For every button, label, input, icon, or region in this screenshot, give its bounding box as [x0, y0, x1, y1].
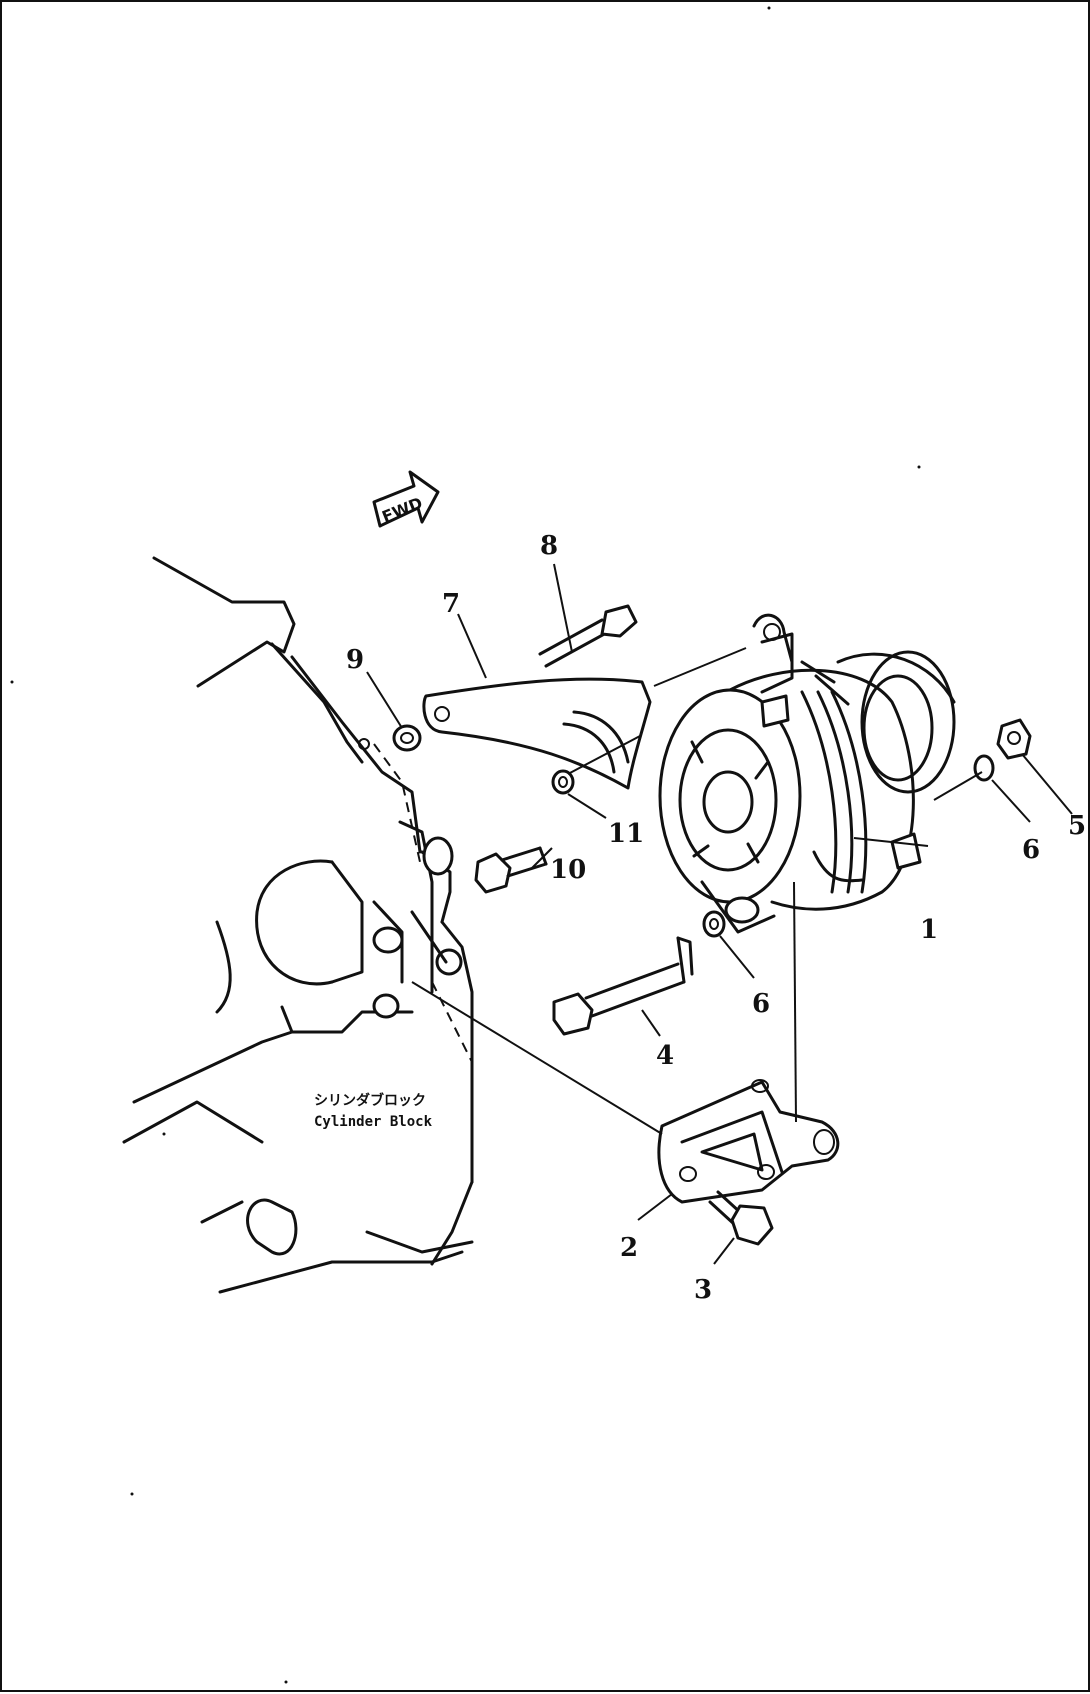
fwd-arrow-icon: FWD: [372, 470, 440, 528]
assembly-line-bracket-alternator: [653, 647, 747, 687]
callout-8: 8: [540, 531, 558, 561]
alternator: [658, 613, 956, 934]
assembly-line-block-bracket: [411, 981, 663, 1135]
callout-10: 10: [550, 855, 586, 885]
nut-9: [392, 724, 422, 752]
bolt-10: [474, 846, 548, 894]
washer-6-upper: [973, 754, 995, 782]
assembly-line-alternator-bracket: [793, 881, 797, 1123]
callout-7: 7: [442, 589, 460, 619]
cylinder-block: シリンダブロック Cylinder Block: [122, 556, 474, 1294]
callout-3: 3: [694, 1275, 712, 1305]
callout-9: 9: [346, 645, 364, 675]
callout-1: 1: [920, 915, 938, 945]
bolt-4: [552, 936, 694, 1036]
callout-11: 11: [608, 819, 644, 849]
callout-6-lower: 6: [752, 989, 770, 1019]
callout-6-upper: 6: [1022, 835, 1040, 865]
cylinder-block-label-jp: シリンダブロック: [314, 1092, 426, 1109]
mounting-bracket: [657, 1079, 840, 1204]
adjusting-bracket: [422, 677, 652, 790]
callout-4: 4: [656, 1041, 674, 1071]
cylinder-block-label-en: Cylinder Block: [314, 1114, 433, 1130]
nut-5: [996, 718, 1032, 760]
centerline-block: [431, 981, 473, 1063]
washer-11: [551, 769, 575, 795]
washer-6-lower: [702, 910, 726, 938]
bolt-3: [708, 1190, 774, 1246]
callout-2: 2: [620, 1233, 638, 1263]
bolt-8: [538, 604, 638, 668]
callout-5: 5: [1068, 811, 1086, 841]
